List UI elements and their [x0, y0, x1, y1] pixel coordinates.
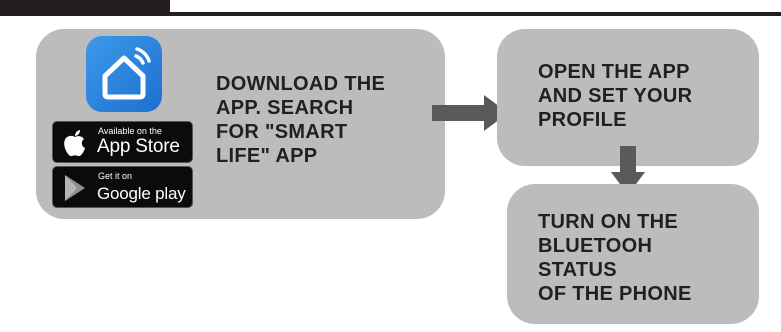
step-2-card [497, 29, 759, 166]
house-wifi-icon [102, 47, 151, 100]
google-play-small-label: Get it on [98, 171, 133, 181]
step-3-card [507, 184, 759, 324]
app-store-small-label: Available on the [98, 126, 162, 136]
google-play-triangle-icon [65, 175, 85, 201]
step-2-text: OPEN THE APP AND SET YOUR PROFILE [538, 61, 693, 131]
app-store-badge[interactable]: Available on the App Store [52, 121, 193, 163]
step-3-text: TURN ON THE BLUETOOH STATUS OF THE PHONE [538, 211, 692, 305]
google-play-badge[interactable]: Get it on Google play [52, 166, 193, 208]
header-tab [0, 0, 170, 12]
smart-life-app-icon[interactable] [86, 36, 162, 112]
arrow-down-icon [611, 146, 645, 195]
header-bar [0, 0, 781, 16]
arrow-right-icon [432, 95, 508, 131]
step-1-text: DOWNLOAD THE APP. SEARCH FOR "SMART LIFE… [216, 73, 386, 167]
apple-logo-icon [64, 130, 85, 157]
google-play-label: Google play [97, 184, 186, 203]
app-store-label: App Store [97, 136, 180, 157]
